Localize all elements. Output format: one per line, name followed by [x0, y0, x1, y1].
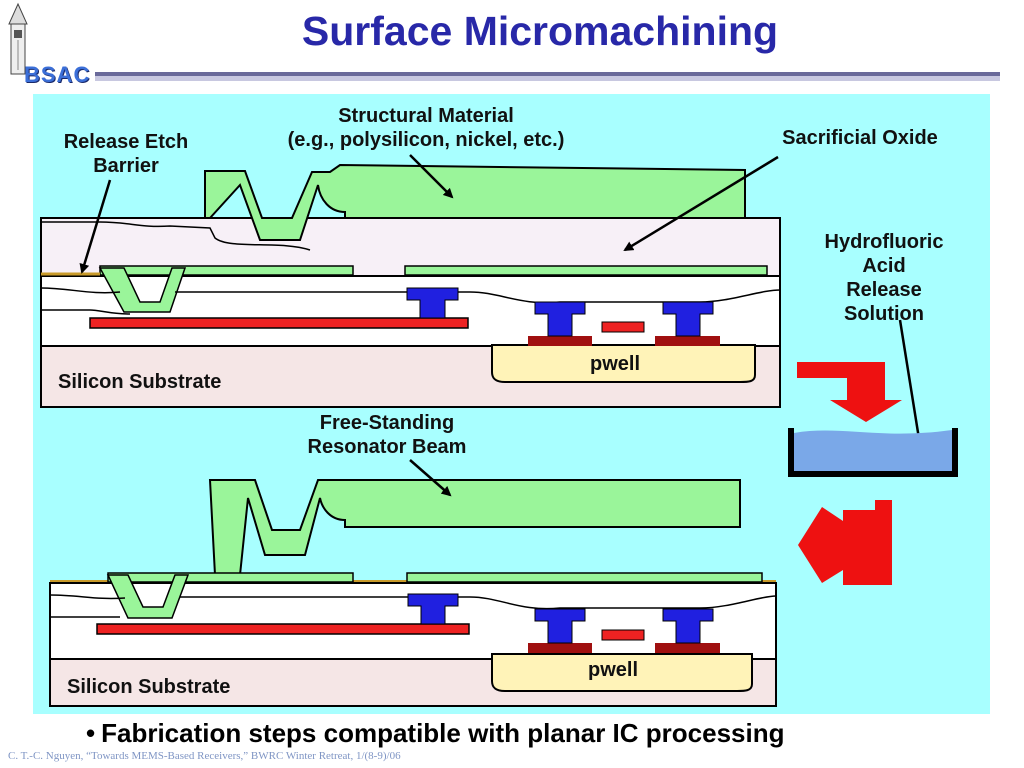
arrow-free-standing-beam — [409, 459, 452, 497]
bsac-logo-text: BSAC — [24, 62, 91, 87]
free-standing-beam — [208, 479, 741, 576]
bullet-text: Fabrication steps compatible with planar… — [101, 718, 785, 748]
metal-via-bottom — [407, 593, 459, 625]
arrow-sacrificial-oxide — [623, 155, 779, 252]
label-silicon-substrate-top: Silicon Substrate — [58, 371, 222, 393]
footer-citation: C. T.-C. Nguyen, “Towards MEMS-Based Rec… — [8, 750, 401, 762]
ground-plane-left — [99, 265, 354, 276]
red-down-arrow — [797, 362, 902, 422]
campanile-icon — [8, 2, 28, 75]
anchor-trench-bottom — [106, 574, 190, 619]
bullet-dot-icon: • — [86, 718, 96, 748]
structural-material-top — [204, 163, 746, 241]
bsac-logo: BSAC — [0, 0, 110, 95]
metal-contact-right-bottom — [662, 608, 714, 644]
mos-gate-bottom — [601, 629, 645, 641]
hf-beaker — [788, 428, 958, 477]
metal-contact-left-bottom — [534, 608, 586, 644]
hf-liquid — [794, 430, 952, 471]
page-title: Surface Micromachining — [301, 8, 779, 54]
poly-interconnect-bottom — [96, 623, 470, 635]
cross-section-before-release — [40, 163, 781, 408]
label-pwell-bottom: pwell — [588, 659, 639, 681]
anchor-trench-top — [98, 267, 187, 313]
bullet-point: •Fabrication steps compatible with plana… — [86, 718, 784, 749]
label-release-etch-barrier: Release Etch Barrier — [63, 131, 189, 177]
pwell-region-bottom — [491, 653, 753, 692]
label-free-standing-beam: Free-Standing Resonator Beam — [307, 412, 467, 458]
metal-contact-right-top — [662, 301, 714, 337]
label-structural-material: Structural Material (e.g., polysilicon, … — [287, 105, 565, 151]
label-hydrofluoric-acid: Hydrofluoric Acid Release Solution — [824, 231, 944, 325]
mos-gate-top — [601, 321, 645, 333]
hf-release-bath — [788, 362, 958, 585]
ground-plane-right — [404, 265, 768, 276]
arrow-hf-solution — [898, 319, 924, 447]
arrow-release-etch-barrier — [79, 179, 112, 274]
red-left-arrow — [798, 500, 892, 585]
label-sacrificial-oxide: Sacrificial Oxide — [782, 127, 938, 149]
ground-plane-left-bottom — [107, 572, 354, 583]
metal-via-top — [406, 287, 459, 319]
cross-section-after-release — [49, 479, 777, 707]
label-pwell-top: pwell — [590, 353, 641, 375]
pwell-region-top — [491, 344, 756, 383]
title-rule — [95, 72, 1000, 81]
ground-plane-right-bottom — [406, 572, 763, 583]
poly-interconnect-top — [89, 317, 469, 329]
metal-contact-left-top — [534, 301, 586, 337]
arrow-structural-material — [409, 154, 454, 199]
label-silicon-substrate-bottom: Silicon Substrate — [67, 676, 231, 698]
